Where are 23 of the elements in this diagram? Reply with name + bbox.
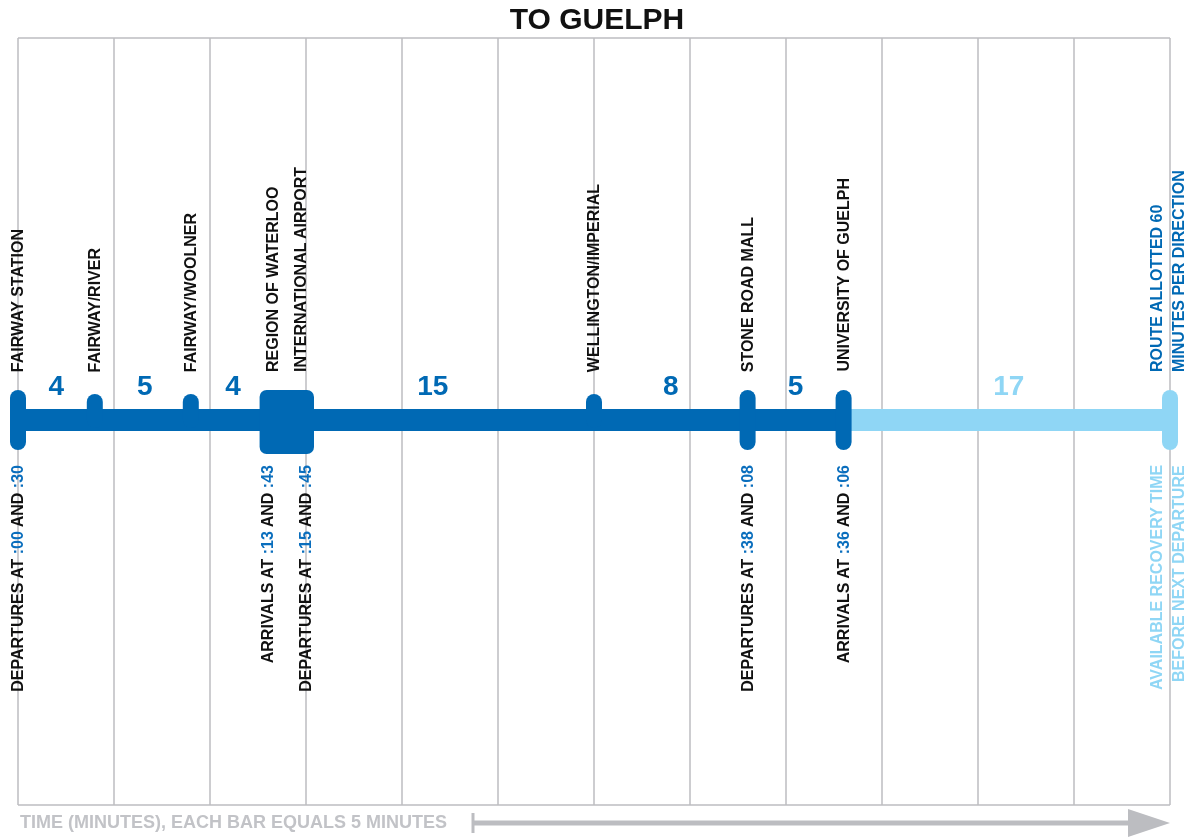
- stop-name: FAIRWAY/WOOLNER: [180, 212, 200, 372]
- stop-name: WELLINGTON/IMPERIAL: [584, 183, 603, 372]
- schedule-time: DEPARTURES AT :38 AND :08: [737, 465, 757, 692]
- stop-name: FAIRWAY STATION: [8, 228, 27, 372]
- travel-minutes: 17: [993, 370, 1025, 402]
- travel-minutes: 8: [663, 370, 679, 402]
- recovery-note: AVAILABLE RECOVERY TIME BEFORE NEXT DEPARTURE: [1147, 465, 1188, 693]
- schedule-time: DEPARTURES AT :15 AND :45: [296, 465, 315, 692]
- stop-name: REGION OF WATERLOO INTERNATIONAL AIRPORT: [262, 165, 310, 372]
- travel-minutes: 5: [787, 370, 804, 402]
- travel-minutes: 4: [48, 370, 65, 402]
- schedule-time: ARRIVALS AT :36 AND :06: [833, 465, 853, 664]
- diagram-title: TO GUELPH: [508, 2, 686, 36]
- axis-label: TIME (MINUTES), EACH BAR EQUALS 5 MINUTES: [20, 812, 447, 833]
- stop-name: STONE ROAD MALL: [737, 216, 757, 372]
- travel-minutes: 4: [225, 370, 241, 402]
- stop-name: FAIRWAY/RIVER: [84, 247, 104, 372]
- travel-minutes: 15: [417, 370, 449, 402]
- route-note: ROUTE ALLOTTED 60 MINUTES PER DIRECTION: [1147, 169, 1188, 372]
- stop-name: UNIVERSITY OF GUELPH: [833, 178, 853, 372]
- travel-minutes: 5: [136, 370, 153, 402]
- schedule-time: DEPARTURES AT :00 AND :30: [8, 465, 27, 692]
- schedule-time: ARRIVALS AT :13 AND :43: [257, 465, 277, 664]
